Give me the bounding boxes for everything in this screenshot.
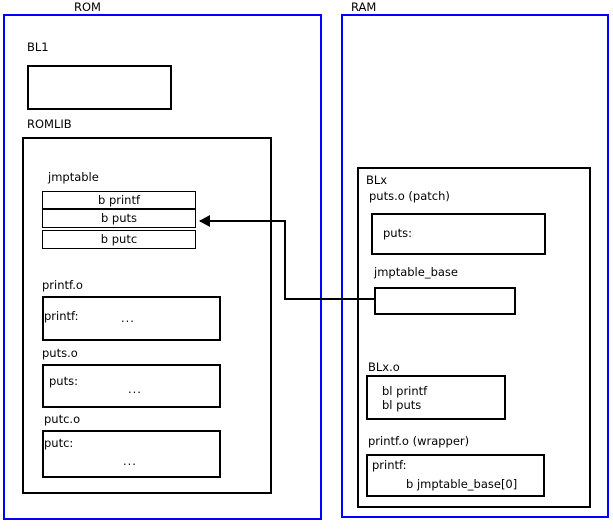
blx-o-box bbox=[366, 375, 506, 420]
printf-wrapper-box bbox=[366, 454, 545, 497]
printf-o-box bbox=[42, 296, 221, 341]
blx-o-line-1: bl puts bbox=[382, 398, 422, 412]
puts-o-box bbox=[42, 364, 221, 408]
puts-o-body: ... bbox=[128, 382, 142, 396]
puts-patch-box bbox=[371, 213, 546, 255]
romlib-label: ROMLIB bbox=[27, 117, 72, 131]
ram-region-label: RAM bbox=[351, 0, 377, 14]
putc-o-box bbox=[42, 430, 221, 478]
jmptable-base-box bbox=[374, 287, 516, 315]
blx-label: BLx bbox=[366, 173, 388, 187]
connector-horizontal-top bbox=[200, 220, 286, 222]
putc-o-symbol: putc: bbox=[44, 436, 74, 450]
puts-o-symbol: puts: bbox=[49, 374, 78, 388]
connector-arrowhead-icon bbox=[199, 215, 210, 227]
printf-o-label: printf.o bbox=[42, 278, 83, 292]
rom-region-label: ROM bbox=[74, 0, 101, 14]
printf-o-body: ... bbox=[121, 311, 135, 325]
printf-o-symbol: printf: bbox=[44, 309, 79, 323]
jmptable-entry-2: b putc bbox=[42, 230, 196, 249]
putc-o-label: putc.o bbox=[44, 412, 81, 426]
printf-wrapper-label: printf.o (wrapper) bbox=[368, 434, 470, 448]
jmptable-base-label: jmptable_base bbox=[374, 265, 458, 279]
bl1-box bbox=[27, 65, 172, 110]
puts-patch-symbol: puts: bbox=[383, 226, 412, 240]
putc-o-body: ... bbox=[123, 454, 137, 468]
ram-region bbox=[341, 14, 609, 518]
connector-horizontal-bottom bbox=[284, 298, 376, 300]
puts-o-label: puts.o bbox=[42, 346, 78, 360]
jmptable-entry-1: b puts bbox=[42, 209, 196, 228]
rom-region bbox=[3, 14, 322, 520]
blx-o-label: BLx.o bbox=[368, 360, 400, 374]
jmptable-label: jmptable bbox=[48, 170, 99, 184]
connector-vertical bbox=[284, 220, 286, 300]
printf-wrapper-branch: b jmptable_base[0] bbox=[406, 477, 518, 491]
jmptable-entry-0: b printf bbox=[42, 191, 196, 209]
blx-o-line-0: bl printf bbox=[382, 384, 428, 398]
bl1-label: BL1 bbox=[27, 40, 49, 54]
printf-wrapper-symbol: printf: bbox=[372, 458, 407, 472]
puts-patch-label: puts.o (patch) bbox=[369, 189, 450, 203]
